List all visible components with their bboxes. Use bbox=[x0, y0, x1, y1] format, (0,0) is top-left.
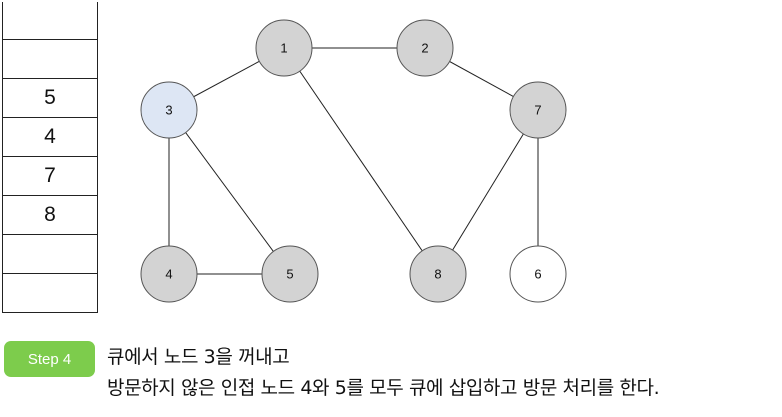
node-label: 4 bbox=[165, 267, 172, 282]
edge-3-5 bbox=[168, 109, 291, 275]
edge-1-8 bbox=[283, 47, 439, 275]
node-circle bbox=[396, 19, 454, 77]
node-label: 5 bbox=[286, 267, 293, 282]
step-badge: Step 4 bbox=[4, 341, 95, 377]
node-2: 2 bbox=[396, 19, 454, 77]
node-5: 5 bbox=[261, 245, 319, 303]
step-caption: Step 4 큐에서 노드 3을 꺼내고 방문하지 않은 인접 노드 4와 5를… bbox=[4, 339, 782, 409]
queue-cell bbox=[3, 40, 97, 79]
node-7: 7 bbox=[509, 81, 567, 139]
queue-cell: 4 bbox=[3, 118, 97, 157]
node-circle bbox=[261, 245, 319, 303]
graph-nodes: 1 2 3 4 5 7 8 6 bbox=[140, 19, 567, 303]
node-label: 6 bbox=[534, 267, 541, 282]
queue-cell: 7 bbox=[3, 157, 97, 196]
node-circle bbox=[509, 245, 567, 303]
queue-cell bbox=[3, 235, 97, 274]
queue-cell bbox=[3, 274, 97, 313]
node-4: 4 bbox=[140, 245, 198, 303]
queue-cell: 5 bbox=[3, 79, 97, 118]
node-label: 1 bbox=[280, 41, 287, 56]
node-label: 7 bbox=[534, 103, 541, 118]
graph-diagram: 1 2 3 4 5 7 8 6 bbox=[140, 19, 567, 303]
node-label: 2 bbox=[421, 41, 428, 56]
node-8: 8 bbox=[409, 245, 467, 303]
queue-cell: 8 bbox=[3, 196, 97, 235]
node-label: 3 bbox=[165, 103, 172, 118]
node-circle bbox=[509, 81, 567, 139]
node-label: 8 bbox=[434, 267, 441, 282]
node-1: 1 bbox=[255, 19, 313, 77]
node-circle bbox=[409, 245, 467, 303]
caption-line-2: 방문하지 않은 인접 노드 4와 5를 모두 큐에 삽입하고 방문 처리를 한다… bbox=[107, 377, 660, 399]
edge-7-8 bbox=[437, 109, 539, 275]
node-circle bbox=[140, 81, 198, 139]
node-6: 6 bbox=[509, 245, 567, 303]
caption-line-1: 큐에서 노드 3을 꺼내고 bbox=[107, 346, 290, 368]
graph-edges bbox=[168, 47, 539, 275]
queue-cell bbox=[3, 2, 97, 40]
node-3: 3 bbox=[140, 81, 198, 139]
node-circle bbox=[140, 245, 198, 303]
node-circle bbox=[255, 19, 313, 77]
